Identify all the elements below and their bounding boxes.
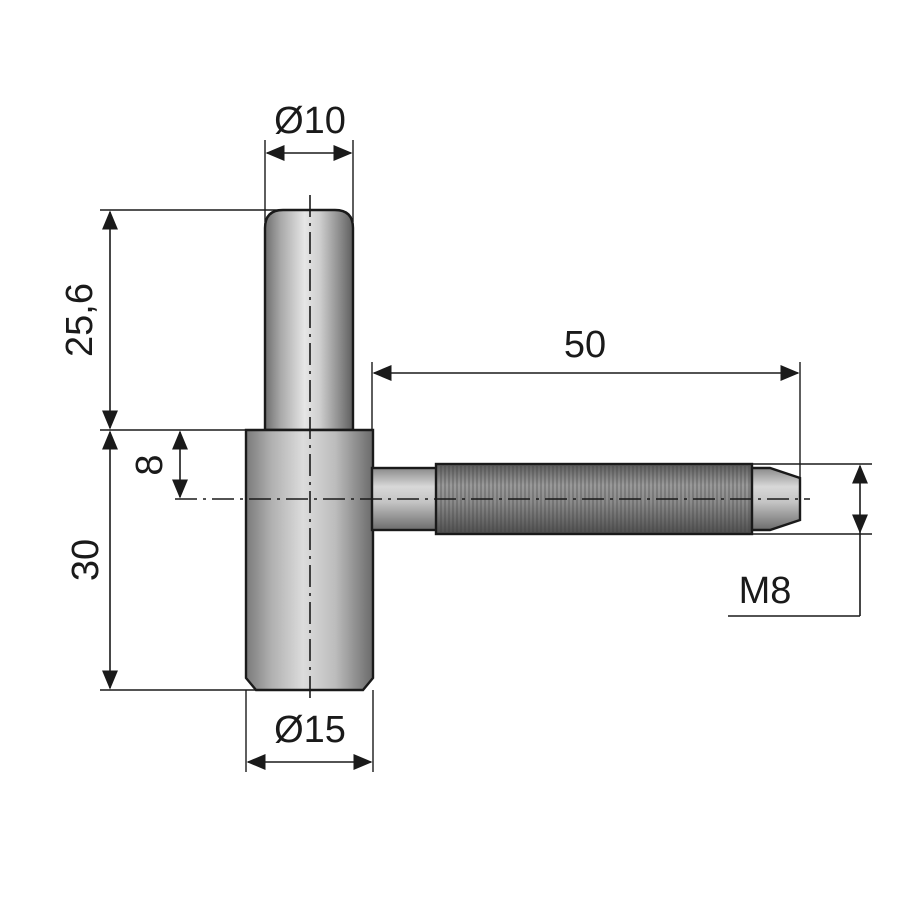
body-diameter-label: Ø15 — [274, 709, 346, 751]
center-lines — [175, 195, 810, 700]
dimension-offset: 8 — [129, 430, 188, 499]
thread-label: M8 — [739, 570, 792, 612]
body-height-label: 30 — [65, 539, 107, 581]
hinge-body — [244, 428, 375, 692]
dimension-body-height: 30 — [65, 430, 256, 691]
dimension-body-diameter: Ø15 — [245, 690, 374, 772]
hinge-pin — [263, 208, 355, 432]
dimension-pin-diameter: Ø10 — [264, 100, 354, 222]
pin-diameter-label: Ø10 — [274, 100, 346, 142]
offset-label: 8 — [129, 454, 171, 475]
dimension-pin-length: 25,6 — [59, 209, 280, 431]
pin-length-label: 25,6 — [59, 283, 101, 357]
dimension-bolt-length: 50 — [371, 324, 801, 478]
dimension-thread: M8 — [728, 463, 872, 617]
hinge-part — [244, 208, 802, 692]
bolt-length-label: 50 — [564, 324, 606, 366]
